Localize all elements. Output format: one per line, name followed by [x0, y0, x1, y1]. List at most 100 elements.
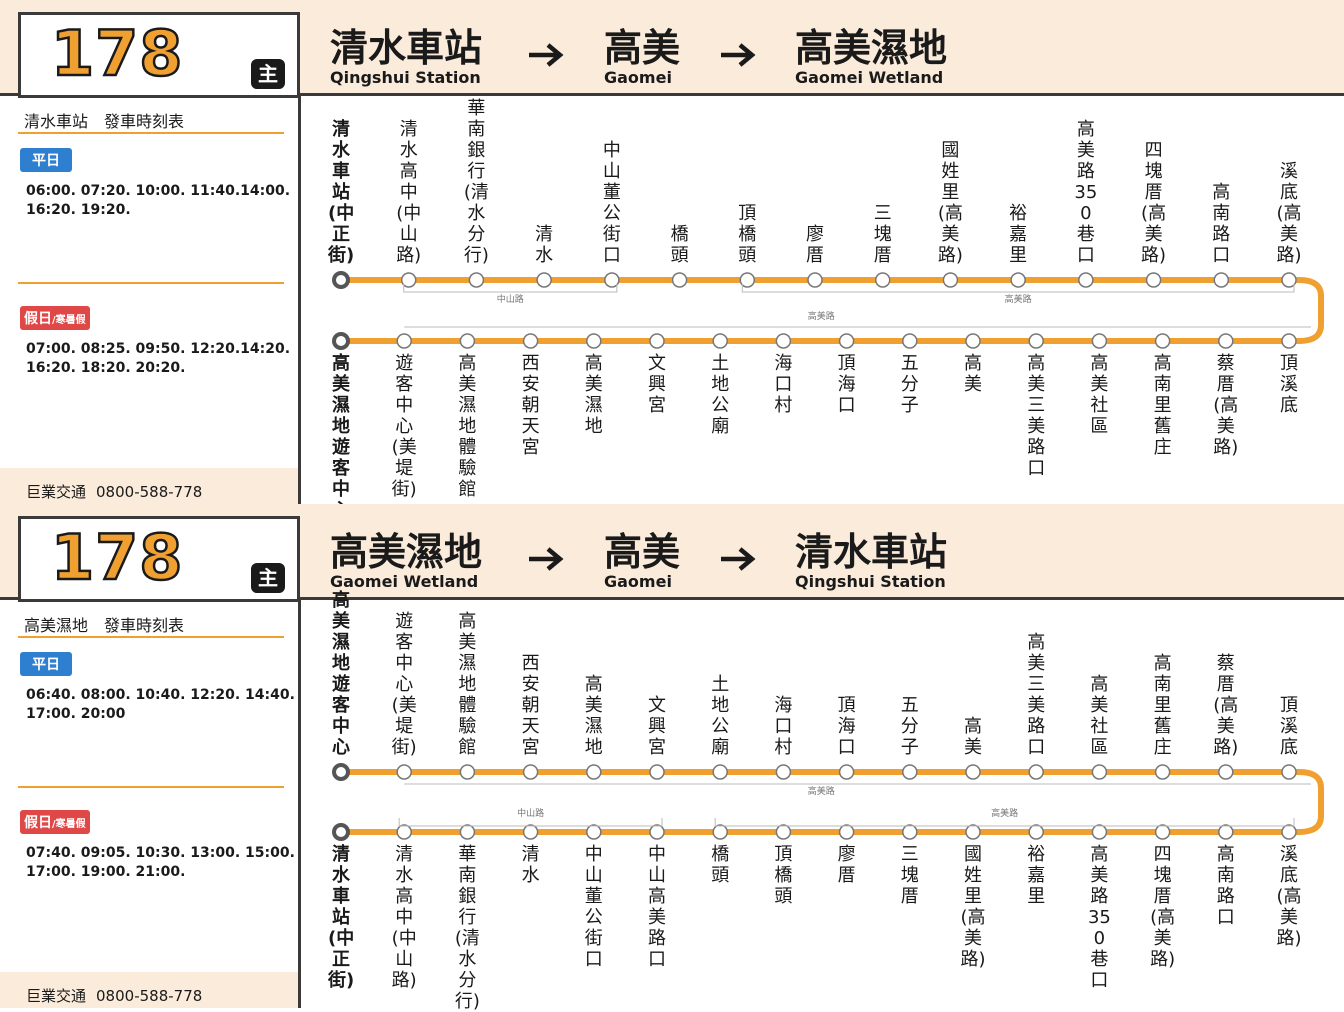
stop-name: 海口村 [774, 695, 793, 758]
stop-name: 頂橋頭 [774, 844, 793, 907]
stop-marker [586, 333, 602, 349]
stop-marker [902, 824, 918, 840]
origin-zh: 高美濕地 [330, 530, 483, 574]
timetable-title: 高美濕地 發車時刻表 [24, 616, 185, 635]
stop-name: 四塊厝(高美路) [1150, 844, 1176, 970]
stop-name: 廖厝 [806, 224, 824, 266]
stop-marker [396, 824, 412, 840]
stop-marker [712, 764, 728, 780]
stop-name: 裕嘉里 [1009, 203, 1028, 266]
timetable-sidebar: 清水車站 發車時刻表 平日 06:00. 07:20. 10:00. 11:40… [0, 96, 298, 504]
stop-name: 國姓里(高美路) [937, 140, 963, 266]
stop-name: 清水 [521, 844, 540, 886]
via-zh: 高美 [604, 530, 681, 574]
company-name: 巨業交通 [26, 483, 87, 501]
stop-name: 高美濕地遊客中心 [332, 353, 350, 521]
stop-marker [1218, 333, 1234, 349]
holiday-times: 07:00. 08:25. 09:50. 12:20.14:20. 16:20.… [26, 340, 290, 378]
stop-marker [965, 764, 981, 780]
stop-name: 裕嘉里 [1027, 844, 1046, 907]
via-en: Gaomei [604, 572, 672, 591]
destination-stop: 高美濕地 Gaomei Wetland [795, 26, 947, 86]
stop-marker [1145, 272, 1162, 288]
stop-name: 廖厝 [837, 844, 856, 886]
stop-marker [712, 333, 728, 349]
stop-name: 橋頭 [711, 844, 730, 886]
stop-name: 高美 [964, 716, 982, 758]
stop-marker [1028, 764, 1044, 780]
stop-name: 中山高美路口 [648, 844, 666, 970]
stop-name: 溪底(高美路) [1276, 161, 1302, 266]
time-line: 07:00. 08:25. 09:50. 12:20.14:20. [26, 341, 291, 357]
stop-marker [536, 272, 552, 288]
stop-name: 三塊厝 [900, 844, 919, 907]
stop-marker [522, 333, 539, 349]
stop-marker [1154, 764, 1171, 780]
stop-marker [1281, 333, 1297, 349]
time-line: 06:00. 07:20. 10:00. 11:40.14:00. [26, 183, 291, 199]
weekday-times: 06:00. 07:20. 10:00. 11:40.14:00. 16:20.… [26, 182, 290, 220]
stop-marker [739, 272, 756, 288]
company-name: 巨業交通 [26, 987, 87, 1005]
destination-zh: 高美濕地 [795, 26, 948, 70]
stop-marker [1010, 272, 1026, 288]
main-route-badge: 主 [251, 563, 285, 593]
stop-marker [1281, 764, 1297, 780]
stop-name: 土地公廟 [711, 674, 730, 758]
stop-name: 高南路口 [1212, 182, 1231, 266]
stop-name: 高南路口 [1216, 844, 1235, 928]
stop-marker [671, 272, 688, 288]
holiday-badge: 假日/寒暑假 [20, 810, 90, 834]
holiday-badge: 假日/寒暑假 [20, 306, 90, 330]
stop-marker [1091, 333, 1108, 349]
stop-marker [775, 824, 792, 840]
stop-marker [396, 333, 412, 349]
stop-name: 高美路350巷口 [1074, 119, 1098, 266]
stop-marker [1091, 764, 1108, 780]
time-line: 16:20. 19:20. [26, 202, 131, 218]
stop-marker [586, 764, 602, 780]
stop-marker [775, 333, 792, 349]
stop-name: 清水 [535, 224, 554, 266]
stop-marker [332, 763, 350, 781]
stop-name: 高南里舊庄 [1153, 653, 1172, 758]
stop-marker [902, 764, 918, 780]
stop-marker [838, 824, 855, 840]
stop-name: 頂溪底 [1280, 695, 1298, 758]
stop-name: 四塊厝(高美路) [1141, 140, 1167, 266]
route-line [341, 277, 1324, 344]
divider [18, 132, 284, 134]
stop-name: 西安朝天宮 [521, 353, 540, 458]
stop-name: 中山董公街口 [584, 844, 603, 970]
stop-name: 清水高中(中山路) [391, 844, 417, 991]
stop-marker [1213, 272, 1230, 288]
stop-marker [468, 272, 485, 288]
route-panel-inbound: 178 主 高美濕地 Gaomei Wetland 高美 Gaomei 清水車站… [0, 504, 1344, 1012]
route-number-box: 178 主 [18, 12, 300, 98]
stop-name: 頂橋頭 [738, 203, 757, 266]
stop-name: 高美濕地體驗館 [458, 611, 477, 758]
timetable-title: 清水車站 發車時刻表 [24, 112, 185, 131]
destination-stop: 清水車站 Qingshui Station [795, 530, 947, 590]
road-label: 中山路 [496, 295, 524, 305]
road-label: 高美路 [1004, 295, 1032, 305]
stop-name: 高美三美路口 [1027, 632, 1046, 758]
stop-marker [902, 333, 918, 349]
divider [18, 786, 284, 788]
stop-marker [942, 272, 959, 288]
holiday-label: 假日 [24, 311, 52, 327]
stop-marker [775, 764, 792, 780]
via-zh: 高美 [604, 26, 681, 70]
arrow-right-icon [529, 547, 564, 571]
route-number: 178 [50, 16, 184, 92]
stop-marker [522, 824, 539, 840]
origin-stop: 清水車站 Qingshui Station [330, 26, 482, 86]
via-stop: 高美 Gaomei [604, 26, 680, 86]
route-panel-outbound: 178 主 清水車站 Qingshui Station 高美 Gaomei 高美… [0, 0, 1344, 521]
origin-zh: 清水車站 [330, 26, 483, 70]
stop-name: 五分子 [900, 353, 919, 416]
stop-name: 清水車站(中正街) [328, 119, 355, 266]
origin-en: Qingshui Station [330, 68, 481, 87]
road-label: 高美路 [991, 809, 1019, 819]
